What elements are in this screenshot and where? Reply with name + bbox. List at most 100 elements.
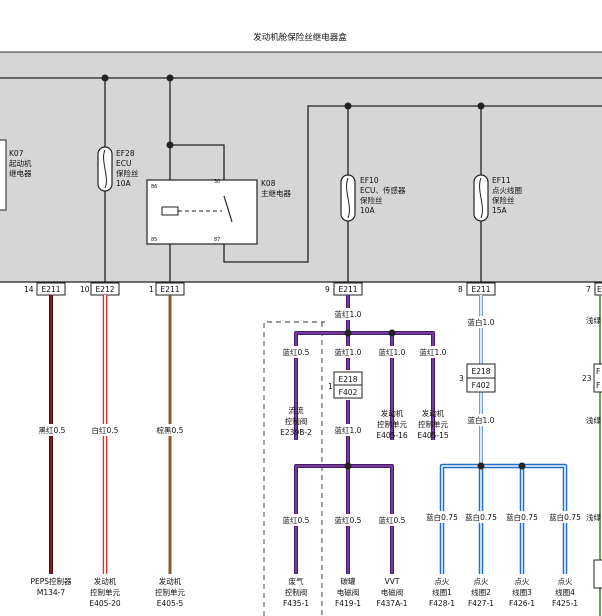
box-junction-dots [101, 74, 485, 149]
svg-text:点火: 点火 [474, 577, 489, 586]
connector-label-bottom: F402 [472, 381, 491, 390]
ef10-code: EF10 [360, 176, 379, 185]
wire-label: 蓝白1.0 [468, 415, 495, 425]
svg-text:控制单元: 控制单元 [90, 587, 120, 597]
wire-label: 蓝红0.5 [283, 347, 310, 357]
box-connector-1: 14 E211 [24, 282, 66, 296]
svg-text:E405-20: E405-20 [89, 599, 121, 608]
svg-text:E239B-2: E239B-2 [280, 428, 312, 437]
wire-label: 蓝红0.5 [379, 515, 406, 525]
ef10-line1: ECU、传感器 [360, 185, 406, 195]
connector-label-bottom: F402 [339, 388, 358, 397]
svg-text:流流: 流流 [289, 405, 304, 415]
svg-text:控制阀: 控制阀 [285, 587, 308, 597]
wire-label: 蓝白0.75 [506, 512, 538, 522]
k08-coil [161, 206, 179, 216]
svg-text:碳罐: 碳罐 [341, 576, 356, 586]
connector-label: E211 [41, 285, 60, 294]
svg-text:点火: 点火 [515, 577, 530, 586]
load-coil-2: 点火 线圈2 F427-1 [468, 577, 494, 608]
ef28-line3: 10A [116, 179, 132, 188]
svg-text:F428-1: F428-1 [429, 599, 455, 608]
svg-text:点火: 点火 [435, 577, 450, 586]
svg-text:F426-1: F426-1 [509, 599, 535, 608]
k07-line2: 继电器 [9, 168, 32, 178]
svg-text:点火: 点火 [558, 577, 573, 586]
svg-text:F419-1: F419-1 [335, 599, 361, 608]
svg-text:控制单元: 控制单元 [155, 587, 185, 597]
ef11-line1: 点火线圈 [492, 185, 522, 195]
k07-line1: 起动机 [9, 158, 32, 168]
svg-text:电磁阀: 电磁阀 [381, 587, 404, 597]
wire-label: 蓝红0.5 [283, 515, 310, 525]
k08-pin86: 86 [151, 184, 157, 190]
ef10-line2: 保险丝 [360, 195, 383, 205]
svg-text:F425-1: F425-1 [552, 599, 578, 608]
svg-text:发动机: 发动机 [422, 408, 445, 418]
box-connector-4: 9 E211 [325, 282, 363, 296]
svg-text:VVT: VVT [385, 577, 400, 586]
svg-text:F427-1: F427-1 [468, 599, 494, 608]
k08-line1: 主继电器 [261, 188, 291, 198]
load-exhaust-valve: 废气 控制阀 F435-1 [283, 576, 309, 608]
load-peps: PEPS控制器 M134-7 [30, 576, 72, 597]
svg-text:控制单元: 控制单元 [377, 419, 407, 429]
ef28-line2: 保险丝 [116, 168, 139, 178]
box-connector-3: 1 E211 [149, 282, 185, 296]
load-coil-1: 点火 线圈1 F428-1 [429, 577, 455, 608]
svg-text:F437A-1: F437A-1 [376, 599, 407, 608]
svg-text:控制单元: 控制单元 [418, 419, 448, 429]
wire-label: 蓝红1.0 [420, 347, 447, 357]
svg-text:线圈2: 线圈2 [471, 587, 491, 597]
connector-pin: 1 [328, 382, 333, 391]
connector-pin: 1 [149, 285, 154, 294]
connector-label-top: E218 [338, 375, 357, 384]
k07-code: K07 [9, 149, 24, 158]
connector-label: E211 [338, 285, 357, 294]
wire-label: 蓝红1.0 [379, 347, 406, 357]
blue-white-junction-dots [477, 462, 526, 470]
load-ecu-3: 发动机 控制单元 E405-16 [376, 408, 408, 440]
connector-label: E [597, 285, 602, 294]
fuse-relay-box [0, 51, 602, 283]
svg-text:电磁阀: 电磁阀 [337, 587, 360, 597]
wire-label: 蓝白0.75 [549, 512, 581, 522]
edge-connector-bottom [593, 559, 602, 589]
optional-config-boundary [263, 321, 325, 616]
load-ecu-2: 发动机 控制单元 E405-5 [155, 576, 185, 608]
connector-label-top: F [596, 367, 600, 376]
ef11-line2: 保险丝 [492, 195, 515, 205]
load-flow-valve: 流流 控制阀 E239B-2 [280, 405, 312, 437]
wire-label: 浅绿 [586, 415, 601, 425]
box-connector-5: 8 E211 [458, 282, 496, 296]
connector-label: E212 [95, 285, 114, 294]
k07-relay-body [0, 139, 7, 211]
connector-label: E211 [471, 285, 490, 294]
svg-text:废气: 废气 [289, 576, 304, 586]
svg-text:PEPS控制器: PEPS控制器 [30, 576, 72, 586]
wire-label: 蓝白0.75 [426, 512, 458, 522]
wire-label: 蓝红1.0 [335, 309, 362, 319]
connector-pin: 9 [325, 285, 330, 294]
inline-connector-edge: 23 F F [582, 363, 602, 393]
svg-text:E405-5: E405-5 [157, 599, 184, 608]
diagram-title: 发动机舱保险丝继电器盒 [253, 32, 347, 43]
wire-label: 浅绿 [586, 512, 601, 522]
box-connector-2: 10 E212 [80, 282, 120, 296]
wire-label: 蓝白1.0 [468, 317, 495, 327]
svg-text:线圈1: 线圈1 [432, 587, 452, 597]
k08-code: K08 [261, 179, 276, 188]
inline-connector-left: 1 E218 F402 [328, 371, 363, 399]
wire-label: 浅绿 [586, 315, 601, 325]
svg-text:线圈3: 线圈3 [512, 587, 532, 597]
svg-text:线圈4: 线圈4 [555, 587, 575, 597]
k08-pin30: 30 [214, 179, 220, 185]
svg-text:M134-7: M134-7 [37, 588, 65, 597]
k08-pin85: 85 [151, 237, 157, 243]
wire-label: 蓝白0.75 [465, 512, 497, 522]
inline-connector-right: 3 E218 F402 [459, 363, 496, 393]
load-ecu-4: 发动机 控制单元 E405-15 [417, 408, 449, 440]
load-vvt-valve: VVT 电磁阀 F437A-1 [376, 577, 407, 608]
connector-label: E211 [160, 285, 179, 294]
load-ecu-1: 发动机 控制单元 E405-20 [89, 576, 121, 608]
